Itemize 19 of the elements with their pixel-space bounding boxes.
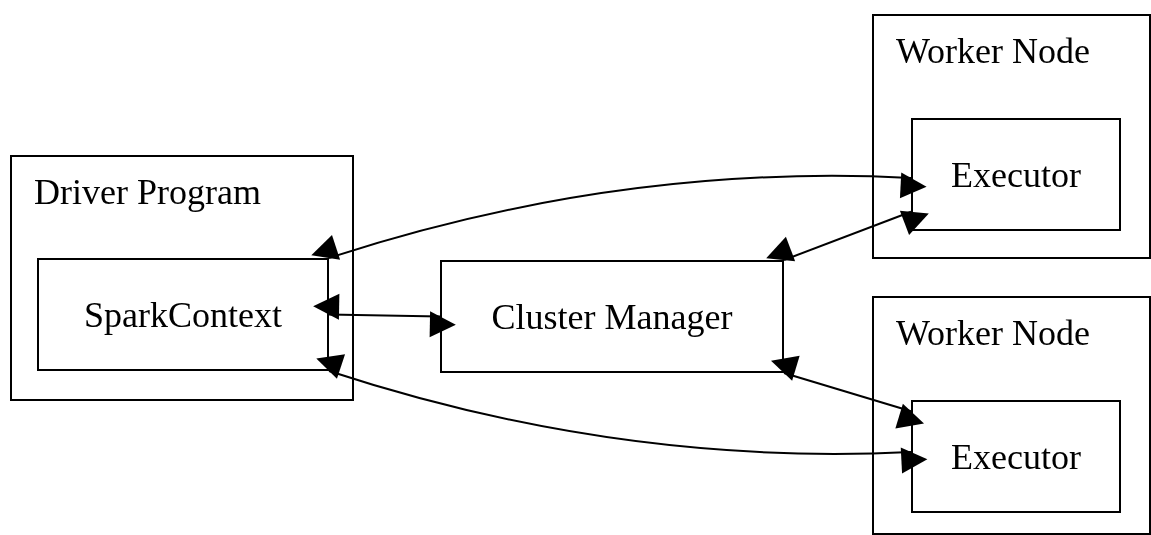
node-label: Executor [951, 153, 1081, 196]
node-label: SparkContext [84, 293, 282, 336]
arrow [313, 293, 456, 338]
group-title: Driver Program [34, 171, 261, 213]
group-box [10, 155, 354, 401]
group-title: Worker Node [896, 312, 1091, 354]
arrow [311, 172, 927, 260]
arrow [316, 353, 928, 474]
process-box [911, 400, 1121, 513]
node-label: Executor [951, 435, 1081, 478]
arrow [766, 210, 929, 262]
process-box [37, 258, 329, 371]
group-title: Worker Node [896, 30, 1091, 72]
arrow [771, 355, 924, 429]
node-label: Cluster Manager [491, 295, 733, 338]
group-box [872, 14, 1151, 259]
process-box [440, 260, 784, 373]
group-box [872, 296, 1151, 535]
process-box [911, 118, 1121, 231]
